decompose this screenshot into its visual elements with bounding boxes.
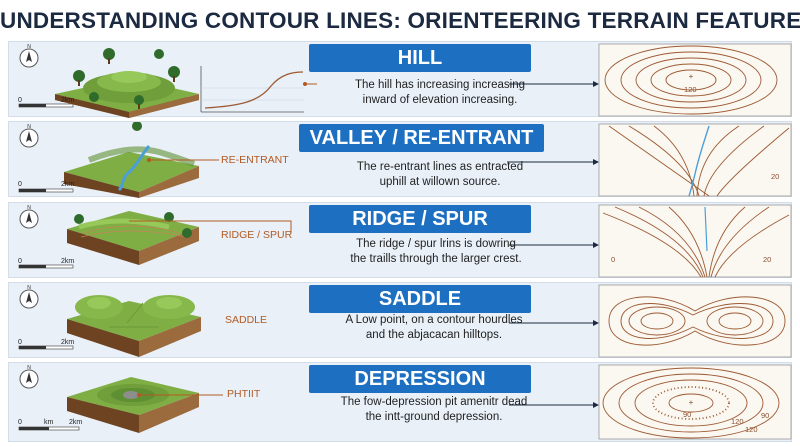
description-line: A Low point, on a contour hourdles [345, 314, 523, 326]
hill-block-icon [55, 48, 199, 118]
scale-zero: 0 [18, 97, 22, 104]
description-line: and the abjacacan hilltops. [365, 329, 503, 341]
svg-text:+: + [689, 398, 694, 407]
scale-zero: 0 [18, 339, 22, 346]
scale-zero: 0 [18, 181, 22, 188]
description-line: The ridge / spur lrins is dowring [356, 238, 516, 250]
scale-bar-icon [18, 264, 74, 269]
depression-illustration: N + [18, 364, 792, 440]
map-elevation-label: 120 [731, 417, 744, 426]
feature-label-valley: RE-ENTRANT [221, 154, 289, 166]
ridge-block-icon [67, 211, 199, 265]
map-elevation-label: 120 [684, 85, 697, 94]
svg-text:N: N [27, 365, 31, 371]
row-hill: N [8, 41, 792, 118]
north-arrow-icon: N [19, 365, 39, 389]
description-line: the intt-ground depression. [365, 411, 503, 423]
description-valley: The re-entrant lines as entracted uphill… [315, 160, 565, 190]
banner-hill: HILL [309, 44, 531, 72]
description-ridge: The ridge / spur lrins is dowring the tr… [311, 237, 561, 267]
banner-depression: DEPRESSION [309, 365, 531, 393]
scale-bar-icon [18, 426, 80, 431]
scale-bar-icon [18, 345, 74, 350]
north-arrow-icon: N [19, 44, 39, 68]
row-saddle: N SADDLE SADDLE A Low po [8, 282, 792, 358]
svg-text:+: + [689, 72, 694, 81]
description-line: The hill has increasing increasing [354, 79, 526, 91]
row-ridge: N RIDGE / [8, 202, 792, 278]
valley-illustration: N [18, 122, 792, 198]
description-line: The re-entrant lines as entracted [356, 161, 524, 173]
description-line: inward of elevation increasing. [362, 94, 518, 106]
valley-contour-map [598, 123, 792, 197]
banner-saddle: SADDLE [309, 285, 531, 313]
map-elevation-label: 20 [763, 255, 772, 264]
banner-ridge: RIDGE / SPUR [309, 205, 531, 233]
row-depression: N + DEPRESSION PHTIIT The fow-d [8, 362, 792, 442]
svg-text:N: N [27, 44, 31, 50]
scale-bar-icon [18, 103, 74, 108]
row-valley: N VALLEY / RE-ENTRANT RE-ENTRA [8, 121, 792, 198]
scale-bar-icon [18, 188, 74, 193]
hill-contour-map [598, 43, 792, 117]
feature-label-ridge: RIDGE / SPUR [221, 229, 293, 241]
scale-end: 2km [61, 97, 75, 104]
map-elevation-label: 90 [761, 411, 770, 420]
ridge-illustration: N [18, 204, 792, 278]
svg-text:N: N [27, 124, 31, 130]
scale-end: 2km [61, 181, 75, 188]
map-elevation-label: 90 [683, 410, 692, 419]
map-elevation-label: 20 [771, 172, 780, 181]
scale-end: 2km [61, 339, 75, 346]
description-line: uphill at willown source. [379, 176, 501, 188]
svg-text:N: N [27, 205, 31, 211]
saddle-illustration: N [18, 284, 792, 358]
scale-mid: km [44, 419, 54, 426]
map-elevation-label: 120 [745, 425, 758, 434]
feature-label-depression: PHTIIT [227, 388, 261, 400]
description-hill: The hill has increasing increasing inwar… [315, 78, 565, 108]
depression-block-icon [67, 377, 199, 433]
valley-block-icon [64, 122, 199, 198]
saddle-contour-map [598, 284, 792, 358]
depression-contour-map [598, 364, 792, 440]
map-elevation-label: 0 [611, 255, 616, 264]
description-depression: The fow-depression pit amenitr dead the … [309, 395, 559, 425]
feature-label-saddle: SADDLE [225, 314, 268, 326]
scale-end: 2km [69, 419, 83, 426]
north-arrow-icon: N [19, 205, 39, 229]
page-title: UNDERSTANDING CONTOUR LINES: ORIENTEERIN… [0, 8, 800, 33]
description-line: The fow-depression pit amenitr dead [340, 396, 528, 408]
banner-valley: VALLEY / RE-ENTRANT [299, 124, 544, 152]
north-arrow-icon: N [19, 285, 39, 309]
north-arrow-icon: N [19, 124, 39, 148]
scale-zero: 0 [18, 258, 22, 265]
hill-illustration: N [18, 43, 792, 118]
description-line: the traills through the larger crest. [350, 253, 522, 265]
scale-zero: 0 [18, 419, 22, 426]
svg-text:N: N [27, 285, 31, 291]
scale-end: 2km [61, 258, 75, 265]
saddle-block-icon [67, 295, 201, 357]
description-saddle: A Low point, on a contour hourdles and t… [309, 313, 559, 343]
elevation-profile-icon [200, 66, 304, 113]
